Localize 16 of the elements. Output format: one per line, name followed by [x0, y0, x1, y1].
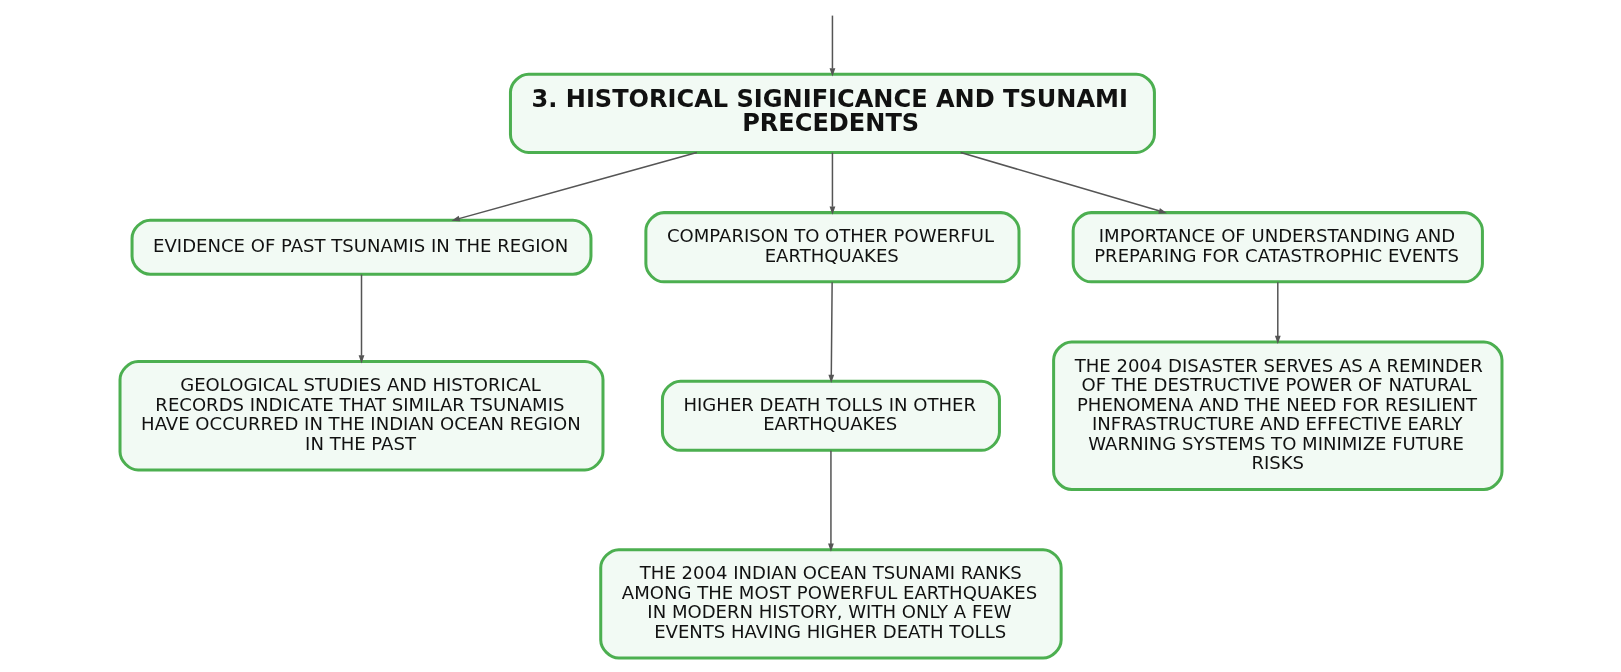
arrow — [451, 151, 698, 222]
arrow — [358, 273, 364, 364]
arrow — [959, 151, 1167, 214]
node-box: 3. HISTORICAL SIGNIFICANCE AND TSUNAMI PRECEDENTS — [508, 72, 1156, 154]
node-box: EVIDENCE OF PAST TSUNAMIS IN THE REGION — [130, 218, 592, 276]
node-box: THE 2004 INDIAN OCEAN TSUNAMI RANKS AMONG THE MOST POWERFUL EARTHQUAKES IN MODERN HISTORY, WITH ONLY A FEW EVENTS HAVING HIGHER DEATH TOLLS — [598, 548, 1063, 660]
arrow — [827, 450, 834, 552]
arrow — [829, 14, 835, 77]
arrow — [827, 281, 834, 384]
arrow — [829, 151, 835, 215]
node-box: COMPARISON TO OTHER POWERFUL EARTHQUAKES — [643, 211, 1020, 284]
node-box: GEOLOGICAL STUDIES AND HISTORICAL RECORDS INDICATE THAT SIMILAR TSUNAMIS HAVE OCCURRED IN THE INDIAN OCEAN REGION IN THE PAST — [118, 360, 604, 472]
arrow — [1274, 281, 1281, 345]
node-box: HIGHER DEATH TOLLS IN OTHER EARTHQUAKES — [660, 379, 1001, 452]
node-box: IMPORTANCE OF UNDERSTANDING AND PREPARING FOR CATASTROPHIC EVENTS — [1071, 211, 1484, 284]
node-box: THE 2004 DISASTER SERVES AS A REMINDER OF THE DESTRUCTIVE POWER OF NATURAL PHENOMENA AND THE NEED FOR RESILIENT INFRASTRUCTURE AND EFFECTIVE EARLY WARNING SYSTEMS TO MINIMIZE FUTURE RISKS — [1051, 340, 1503, 491]
